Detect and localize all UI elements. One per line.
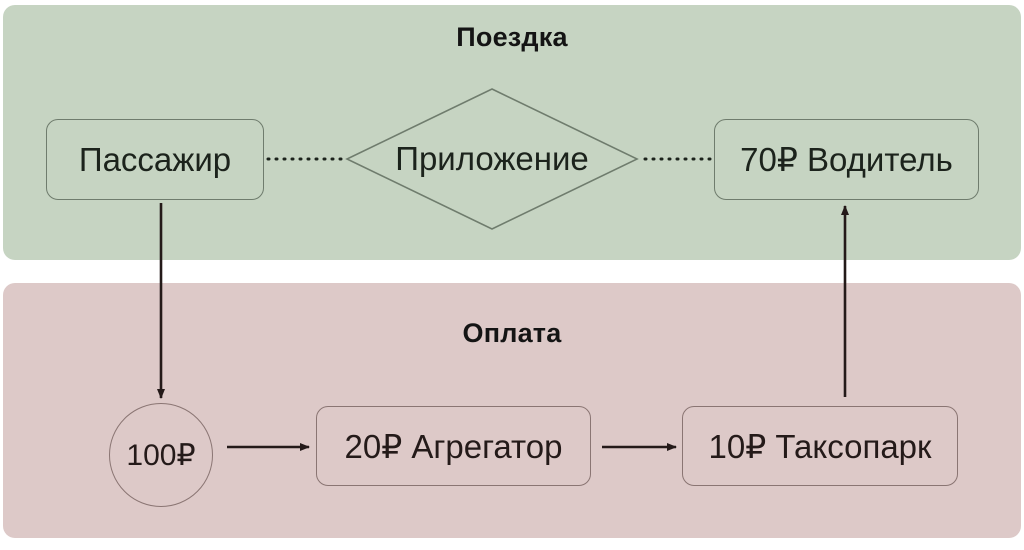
node-driver[interactable]: 70₽ Водитель: [714, 119, 979, 200]
diamond-shape: [345, 88, 639, 230]
node-passenger[interactable]: Пассажир: [46, 119, 264, 200]
panel-payment-title: Оплата: [462, 318, 562, 348]
panel-trip: Поездка: [3, 5, 1021, 260]
node-app-label: Приложение: [395, 140, 589, 177]
panel-trip-title: Поездка: [456, 22, 568, 52]
node-driver-label: 70₽ Водитель: [740, 141, 953, 178]
node-app[interactable]: Приложение: [345, 88, 639, 230]
node-cash-label: 100₽: [126, 438, 196, 472]
node-cash-amount[interactable]: 100₽: [109, 403, 213, 507]
node-aggregator-label: 20₽ Агрегатор: [344, 427, 563, 465]
node-taxipark-label: 10₽ Таксопарк: [708, 427, 932, 465]
node-aggregator[interactable]: 20₽ Агрегатор: [316, 406, 591, 486]
node-passenger-label: Пассажир: [78, 140, 232, 178]
node-taxipark[interactable]: 10₽ Таксопарк: [682, 406, 958, 486]
